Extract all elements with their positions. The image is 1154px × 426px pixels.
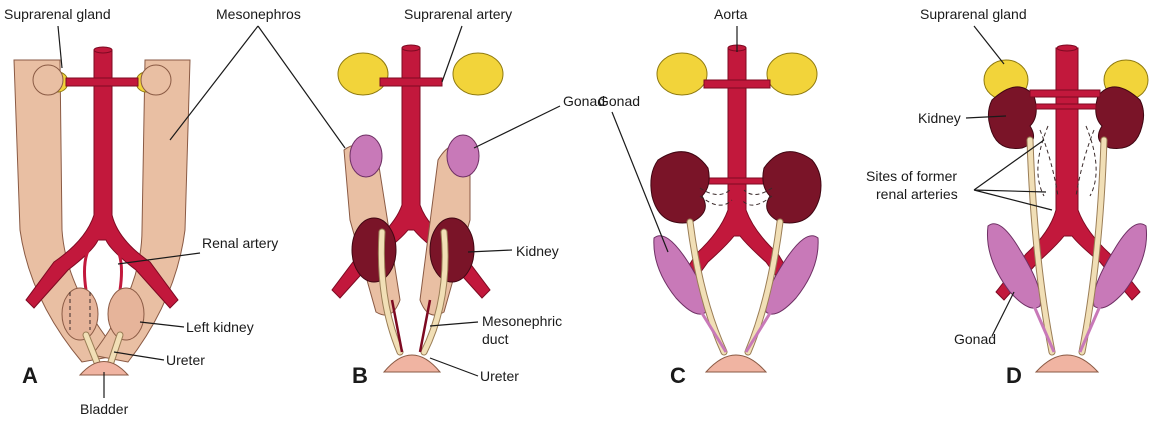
renal-arteries-d2 xyxy=(1035,103,1097,110)
label-left-kidney: Left kidney xyxy=(186,319,254,335)
label-gonad-b: Gonad xyxy=(563,93,605,109)
label-mesonephric-duct-1: Mesonephric xyxy=(482,313,562,329)
label-mesonephric-duct-2: duct xyxy=(482,331,509,347)
dashed-former-arteries-c xyxy=(699,187,773,206)
label-sites-former-1: Sites of former xyxy=(866,168,957,184)
leader-mesonephric-duct xyxy=(429,321,479,327)
panel-d: Suprarenal gland Kidney Sites of former … xyxy=(866,6,1149,388)
kidney-right-d xyxy=(1095,86,1145,150)
label-ureter-b: Ureter xyxy=(480,368,519,384)
ureter-d xyxy=(1027,137,1107,355)
bladder-b xyxy=(382,354,442,373)
label-renal-artery: Renal artery xyxy=(202,235,278,251)
gonad-right-b xyxy=(446,134,480,178)
kidney-right-b xyxy=(429,217,475,283)
label-aorta: Aorta xyxy=(714,6,748,22)
label-gonad-d: Gonad xyxy=(954,331,996,347)
gonad-right-c xyxy=(764,235,819,315)
leader-gonad-c xyxy=(611,111,669,253)
gland-overlay-right xyxy=(140,64,172,96)
suprarenal-gland-left-b xyxy=(337,52,389,96)
leader-suprarenal-gland-d xyxy=(973,25,1005,65)
ureter-c xyxy=(687,219,783,355)
mesonephric-duct-b xyxy=(390,299,432,353)
gonad-left-b xyxy=(349,134,383,178)
gonad-ducts-d xyxy=(1032,305,1102,353)
label-mesonephros: Mesonephros xyxy=(216,6,301,22)
renal-arteries-d xyxy=(1029,89,1101,98)
aorta-top-d xyxy=(1056,44,1078,52)
right-kidney-a xyxy=(107,287,145,341)
ureter-a xyxy=(83,332,123,368)
suprarenal-gland-left-c xyxy=(656,52,708,96)
kidney-right-c xyxy=(762,151,822,224)
panel-a: Suprarenal gland Mesonephros Renal arter… xyxy=(4,6,346,417)
leader-suprarenal-gland-a xyxy=(57,25,63,69)
panel-letter-b: B xyxy=(352,363,368,388)
label-gonad-c: Gonad xyxy=(598,93,640,109)
aorta-a xyxy=(25,49,179,309)
label-sites-former-2: renal arteries xyxy=(876,186,958,202)
label-suprarenal-gland-d: Suprarenal gland xyxy=(920,6,1027,22)
leader-kidney-b xyxy=(467,249,513,253)
bladder-d xyxy=(1034,354,1100,373)
aorta-top-a xyxy=(93,46,113,54)
panel-c: Aorta Gonad C xyxy=(598,6,822,388)
bladder-c xyxy=(704,354,768,373)
label-kidney-b: Kidney xyxy=(516,243,559,259)
aorta-top-b xyxy=(401,44,421,52)
gonad-left-d xyxy=(986,223,1042,309)
label-kidney-d: Kidney xyxy=(918,110,961,126)
panel-b: Suprarenal artery Gonad Kidney Mesonephr… xyxy=(331,6,605,388)
leader-ureter-b xyxy=(429,357,479,377)
label-suprarenal-gland-a: Suprarenal gland xyxy=(4,6,111,22)
left-kidney-a xyxy=(61,287,99,341)
gonad-ducts-c xyxy=(698,309,774,353)
leader-gonad-d xyxy=(991,291,1015,337)
dashed-a xyxy=(69,292,91,330)
suprarenal-gland-right-c xyxy=(766,52,818,96)
suprarenal-arteries-c xyxy=(703,79,771,89)
leader-gonad-b xyxy=(473,105,561,149)
leader-sites-former xyxy=(973,139,1053,211)
kidney-left-c xyxy=(650,151,710,224)
gonad-right-d xyxy=(1092,223,1148,309)
bladder-a xyxy=(78,361,130,376)
renal-artery-vessels-a xyxy=(83,236,123,291)
leader-suprarenal-artery xyxy=(441,25,463,83)
suprarenal-arteries-b xyxy=(379,77,443,87)
leader-left-kidney xyxy=(139,321,185,328)
label-suprarenal-artery: Suprarenal artery xyxy=(404,6,512,22)
leader-kidney-d xyxy=(965,115,1007,119)
panel-letter-a: A xyxy=(22,363,38,388)
suprarenal-arteries-a xyxy=(65,77,139,87)
label-bladder: Bladder xyxy=(80,401,129,417)
panel-letter-c: C xyxy=(670,363,686,388)
aorta-c xyxy=(673,47,801,299)
suprarenal-gland-right-b xyxy=(452,52,504,96)
gland-overlay-left xyxy=(32,64,64,96)
ureter-b xyxy=(378,229,448,355)
leader-mesonephros xyxy=(169,25,346,149)
panel-letter-d: D xyxy=(1006,363,1022,388)
kidney-left-b xyxy=(351,217,397,283)
leader-ureter-a xyxy=(113,351,165,361)
leader-renal-artery xyxy=(117,252,201,265)
label-ureter-a: Ureter xyxy=(166,352,205,368)
